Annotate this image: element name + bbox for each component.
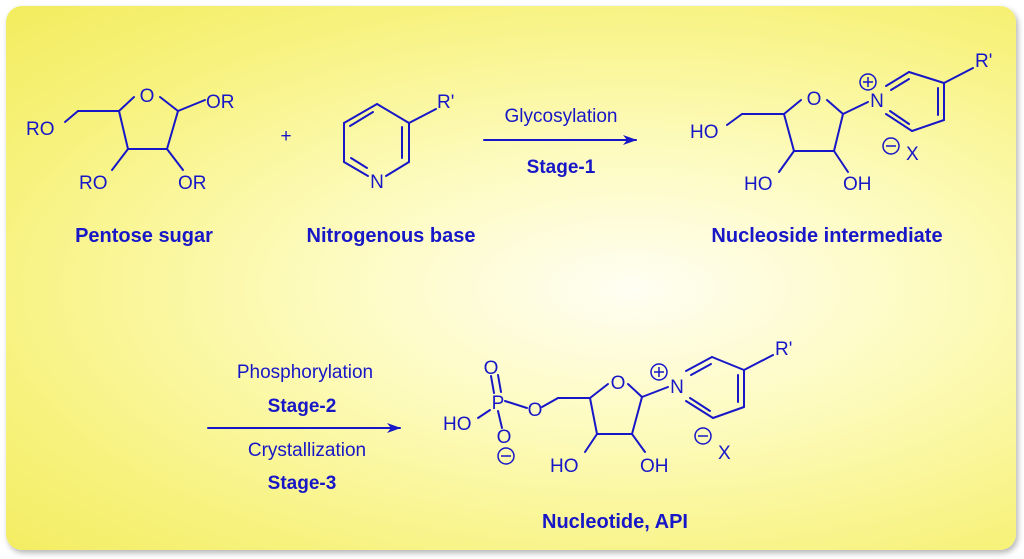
nucleoside-r-prime: R' <box>975 51 992 72</box>
pentose-ring-oxygen: O <box>140 86 155 107</box>
pentose-5-ro: RO <box>26 119 55 140</box>
nucleotide-r-prime: R' <box>775 339 792 360</box>
base-r-prime: R' <box>437 92 454 113</box>
phosphorus-atom: P <box>492 393 505 414</box>
nucleoside-3-ho: HO <box>744 174 773 195</box>
pentose-bonds <box>64 96 206 171</box>
phosphorylation-label: Phosphorylation <box>237 362 373 383</box>
nucleotide-bonds <box>477 354 774 453</box>
pentose-2-or: OR <box>178 173 207 194</box>
phosphate-ester-oxygen: O <box>528 400 543 421</box>
nucleoside-intermediate-structure: HO O N R' HO OH X <box>690 51 992 195</box>
stage1-arrow-group: Glycosylation Stage-1 <box>483 106 637 178</box>
nucleoside-negative-charge-icon <box>882 137 900 155</box>
nucleotide-ring-oxygen: O <box>611 373 626 394</box>
pentose-3-ro: RO <box>79 173 108 194</box>
nucleotide-counterion-charge-icon <box>694 427 712 445</box>
pentose-anomeric-or: OR <box>206 92 235 113</box>
pyridine-bonds <box>343 103 437 177</box>
stage1-label: Stage-1 <box>527 157 596 178</box>
nucleoside-intermediate-label: Nucleoside intermediate <box>711 225 942 247</box>
background-panel <box>6 6 1016 550</box>
nitrogenous-base-label: Nitrogenous base <box>307 225 476 247</box>
nucleotide-3-ho: HO <box>550 456 579 477</box>
nucleoside-bonds <box>726 67 974 173</box>
stage3-label: Stage-3 <box>268 473 337 494</box>
stage2-3-arrow-group: Phosphorylation Stage-2 Crystallization … <box>207 362 401 494</box>
nucleotide-api-structure: O P HO O O O N R' HO OH X <box>443 339 792 477</box>
nucleoside-ring-oxygen: O <box>807 89 822 110</box>
pentose-sugar-label: Pentose sugar <box>75 225 213 247</box>
nucleotide-2-oh: OH <box>640 456 669 477</box>
crystallization-label: Crystallization <box>248 440 366 461</box>
nucleotide-counterion-x: X <box>718 443 731 464</box>
phosphate-negative-charge-icon <box>497 447 515 465</box>
plus-sign: + <box>280 126 291 147</box>
nucleoside-positive-charge-icon <box>859 73 877 91</box>
phosphate-anionic-oxygen: O <box>497 427 512 448</box>
glycosylation-label: Glycosylation <box>505 106 618 127</box>
nucleoside-counterion-x: X <box>906 144 919 165</box>
pyridine-nitrogen: N <box>370 172 384 193</box>
phosphate-double-bond-oxygen: O <box>484 358 499 379</box>
nucleoside-2-oh: OH <box>843 174 872 195</box>
phosphate-ho: HO <box>443 414 472 435</box>
pentose-sugar-structure: O OR RO RO OR <box>26 86 235 194</box>
stage2-label: Stage-2 <box>268 396 337 417</box>
nitrogenous-base-structure: N R' <box>343 92 454 193</box>
nucleoside-5-ho: HO <box>690 122 719 143</box>
nucleotide-pyridinium-nitrogen: N <box>670 377 684 398</box>
nucleotide-api-label: Nucleotide, API <box>542 511 688 533</box>
nucleoside-pyridinium-nitrogen: N <box>870 91 884 112</box>
nucleotide-positive-charge-icon <box>650 363 668 381</box>
